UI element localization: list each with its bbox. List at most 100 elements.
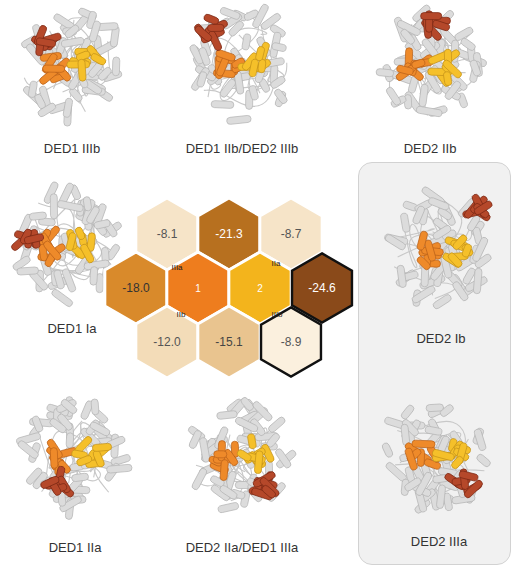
yellow-domain-helix — [258, 59, 267, 73]
grey-helix — [274, 448, 292, 470]
grey-helix — [57, 200, 84, 212]
red-domain-helix — [24, 233, 44, 244]
grey-helix — [61, 268, 76, 293]
grey-helix — [473, 268, 482, 294]
red-domain-helix — [432, 19, 451, 31]
yellow-domain-helix — [66, 232, 77, 251]
orange-domain-helix — [404, 447, 418, 471]
yellow-domain-helix — [78, 59, 86, 81]
structure-caption: DED1 IIIb — [44, 141, 100, 157]
grey-helix — [384, 233, 407, 251]
grey-helix — [50, 194, 57, 219]
grey-helix — [94, 219, 111, 229]
grey-helix — [196, 71, 207, 88]
grey-helix — [452, 280, 470, 302]
energy-value: 1 — [195, 283, 201, 294]
energy-value: -8.7 — [281, 227, 302, 241]
yellow-domain-helix — [236, 449, 253, 463]
energy-value: -8.9 — [281, 335, 302, 349]
hexagon-outline — [261, 307, 321, 376]
grey-helix — [425, 426, 443, 436]
yellow-domain-helix — [247, 433, 257, 449]
protein-structure — [10, 181, 123, 308]
orange-domain-helix — [220, 459, 229, 480]
grey-helix — [71, 473, 89, 482]
interface-label: IIb — [177, 310, 186, 319]
orange-domain-helix — [411, 58, 426, 69]
grey-helix — [226, 115, 251, 125]
coil-strand — [204, 29, 276, 106]
grey-helix — [474, 428, 487, 451]
orange-domain-helix — [42, 240, 62, 262]
grey-helix — [271, 42, 286, 52]
protein-structure — [384, 186, 493, 310]
yellow-domain-helix — [79, 243, 95, 264]
grey-helix — [63, 98, 73, 118]
grey-helix — [53, 269, 65, 289]
grey-helix — [89, 421, 111, 437]
protein-structure — [187, 396, 297, 513]
grey-helix — [199, 437, 210, 462]
grey-helix — [217, 502, 239, 513]
structure-caption: DED1 Ia — [47, 321, 96, 337]
energy-value: -12.0 — [153, 335, 180, 349]
grey-helix — [469, 59, 481, 76]
yellow-domain-helix — [447, 251, 464, 268]
grey-helix — [90, 266, 98, 285]
energy-value: -15.1 — [215, 335, 242, 349]
red-domain-helix — [459, 470, 479, 481]
hexagon-outline — [198, 306, 260, 378]
grey-helix — [400, 404, 415, 421]
orange-domain-helix — [412, 440, 435, 448]
grey-helix — [426, 404, 444, 412]
yellow-domain-helix — [443, 71, 452, 86]
grey-helix — [428, 197, 451, 211]
interface-label: IIIa — [171, 263, 182, 272]
grey-helix — [17, 439, 40, 459]
grey-helix — [273, 88, 288, 105]
grey-helix — [411, 285, 436, 304]
protein-structure — [381, 403, 491, 514]
grey-helix — [37, 102, 57, 118]
grey-helix — [397, 265, 407, 288]
red-domain-helix — [203, 13, 220, 25]
red-domain-helix — [421, 13, 442, 20]
interface-label: IIIb — [271, 310, 282, 319]
grey-helix — [66, 433, 74, 448]
yellow-domain-helix — [248, 59, 259, 78]
orange-domain-helix — [424, 239, 437, 262]
structure-caption: DED2 IIa/DED1 IIIa — [186, 540, 299, 556]
grey-helix — [31, 415, 43, 433]
grey-helix — [60, 398, 78, 415]
protein-structure — [189, 3, 289, 125]
orange-domain-helix — [214, 451, 227, 458]
grey-helix — [403, 477, 422, 493]
grey-helix — [399, 28, 415, 46]
orange-domain-helix — [396, 65, 414, 76]
yellow-domain-helix — [74, 226, 86, 241]
grey-helix — [269, 75, 286, 90]
yellow-domain-helix — [432, 449, 455, 461]
energy-hexagon: -15.1 — [198, 306, 260, 378]
yellow-domain-helix — [90, 52, 107, 66]
grey-helix — [216, 410, 237, 419]
grey-helix — [242, 33, 252, 50]
red-domain-helix — [473, 200, 493, 216]
grey-helix — [91, 399, 99, 415]
grey-helix — [476, 453, 492, 468]
grey-helix — [219, 78, 237, 99]
yellow-domain-helix — [92, 443, 112, 452]
grey-helix — [191, 467, 208, 491]
grey-helix — [61, 37, 84, 48]
structure-caption: DED1 IIb/DED2 IIIb — [186, 141, 299, 157]
grey-helix — [419, 84, 429, 107]
grey-helix — [460, 37, 477, 52]
orange-domain-helix — [50, 448, 58, 469]
yellow-domain-helix — [254, 451, 263, 474]
structure-caption: DED2 IIb — [404, 141, 457, 157]
grey-helix — [219, 484, 239, 500]
grey-helix — [211, 100, 234, 108]
red-domain-helix — [36, 37, 56, 47]
grey-helix — [381, 442, 394, 458]
protein-structure — [16, 397, 133, 520]
